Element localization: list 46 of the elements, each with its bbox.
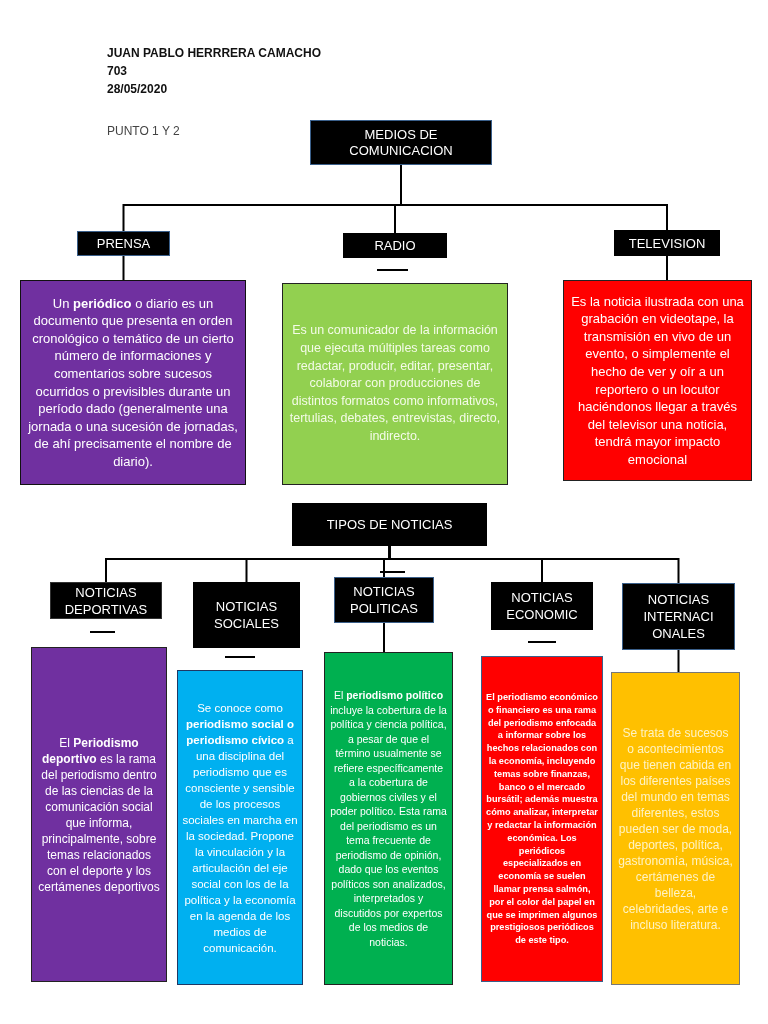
- description-card: [563, 280, 752, 481]
- header-text: 703: [107, 64, 128, 78]
- category-box: [77, 231, 170, 256]
- description-text: El periodismo político incluye la cobertura de la política y ciencia política, a pesar de que el término usualmente se refiere específicamente a la cobertura de gobiernos civiles y el poder político. Esta rama del periodismo es un tema frecuente de periodismo de opinión, dado que los eventos políticos son analizados, interpretados y discutidos por expertos de los medios de noticias.: [330, 688, 447, 949]
- connector-line: [677, 649, 680, 673]
- header-text: JUAN PABLO HERRRERA CAMACHO: [107, 46, 321, 60]
- category-box: [193, 582, 300, 648]
- connector-line: [666, 255, 668, 281]
- node-label: PRENSA: [96, 236, 151, 251]
- category-box: [622, 583, 735, 650]
- connector-line: [383, 622, 385, 653]
- section-label: PUNTO 1 Y 2: [107, 124, 180, 138]
- description-text: El periodismo económico o financiero es una rama del periodismo enfocada a informar sobre los hechos relacionados con la economía, incluyendo temas sobre finanzas, banco o el mercado bursátil; además muestra cómo analizar, interpretar y redactar la información económica. Los periódicos especializados en economía se suelen llamar prensa salmón, por el color del papel en que se imprimen algunos prestigiosos periódicos de este tipo.: [486, 691, 598, 947]
- description-text: Se conoce como periodismo social o periodismo cívico a una disciplina del periodismo que es consciente y sensible de los procesos sociales en marcha en la sociedad. Propone la vinculación y la articulación del eje social con los de la política y la economía en la agenda de los medios de comunicación.: [182, 700, 298, 956]
- node-label: RADIO: [374, 238, 416, 253]
- category-box: [343, 233, 447, 258]
- node-label: NOTICIAS POLITICAS: [349, 583, 419, 617]
- description-text: Es un comunicador de la información que ejecuta múltiples tareas como redactar, producir, editar, presentar, colaborar con producciones de distintos formatos como informativos, tertulias, debates, entrevistas, directo, indirecto.: [289, 322, 501, 445]
- node-label: NOTICIAS DEPORTIVAS: [63, 583, 149, 618]
- description-card: [324, 652, 453, 985]
- description-card: [31, 647, 167, 982]
- connector-line: [400, 164, 668, 231]
- description-text: Un periódico o diario es un documento que presenta en orden cronológico o temático de un cierto número de informaciones y comentarios sobre sucesos ocurridos o previsibles durante un período dado (generalmente una jornada o una sucesión de jornadas, de ahí precisamente el nombre de diario).: [27, 294, 239, 471]
- header-text: 28/05/2020: [107, 82, 168, 96]
- description-card: [20, 280, 246, 485]
- node-label: TELEVISION: [628, 235, 706, 251]
- node-label: NOTICIAS INTERNACI ONALES: [642, 591, 715, 642]
- connector-line: [122, 255, 125, 281]
- description-card: [611, 672, 740, 985]
- node-label: TIPOS DE NOTICIAS: [326, 516, 453, 533]
- connector-line: [388, 545, 680, 584]
- node-label: NOTICIAS ECONOMIC: [505, 589, 579, 623]
- category-box: [334, 577, 434, 623]
- category-box: [50, 582, 162, 619]
- description-card: [481, 656, 603, 982]
- category-box: [491, 582, 593, 630]
- node-label: MEDIOS DE COMUNICACION: [348, 126, 454, 159]
- node-label: NOTICIAS SOCIALES: [213, 598, 280, 632]
- description-card: [282, 283, 508, 485]
- title-box: [310, 120, 492, 165]
- description-text: Se trata de sucesos o acontecimientos que tienen cabida en los diferentes países del mundo en temas diferentes, estos pueden ser de moda, deportes, política, gastronomía, música, certámenes de belleza, celebridades, arte e incluso literatura.: [618, 724, 733, 933]
- description-card: [177, 670, 303, 985]
- description-text: El Periodismo deportivo es la rama del periodismo dentro de las ciencias de la comunicación social que informa, principalmente, sobre temas relacionados con el deporte y los certámenes deportivos: [38, 734, 160, 895]
- description-text: Es la noticia ilustrada con una grabación en videotape, la transmisión en vivo de un evento, o simplemente el hecho de ver y oír a un reportero o un locutor haciéndonos llegar a través del televisor una noticia, tendrá mayor impacto emocional: [570, 292, 745, 469]
- category-box: [614, 230, 720, 256]
- title-box: [292, 503, 487, 546]
